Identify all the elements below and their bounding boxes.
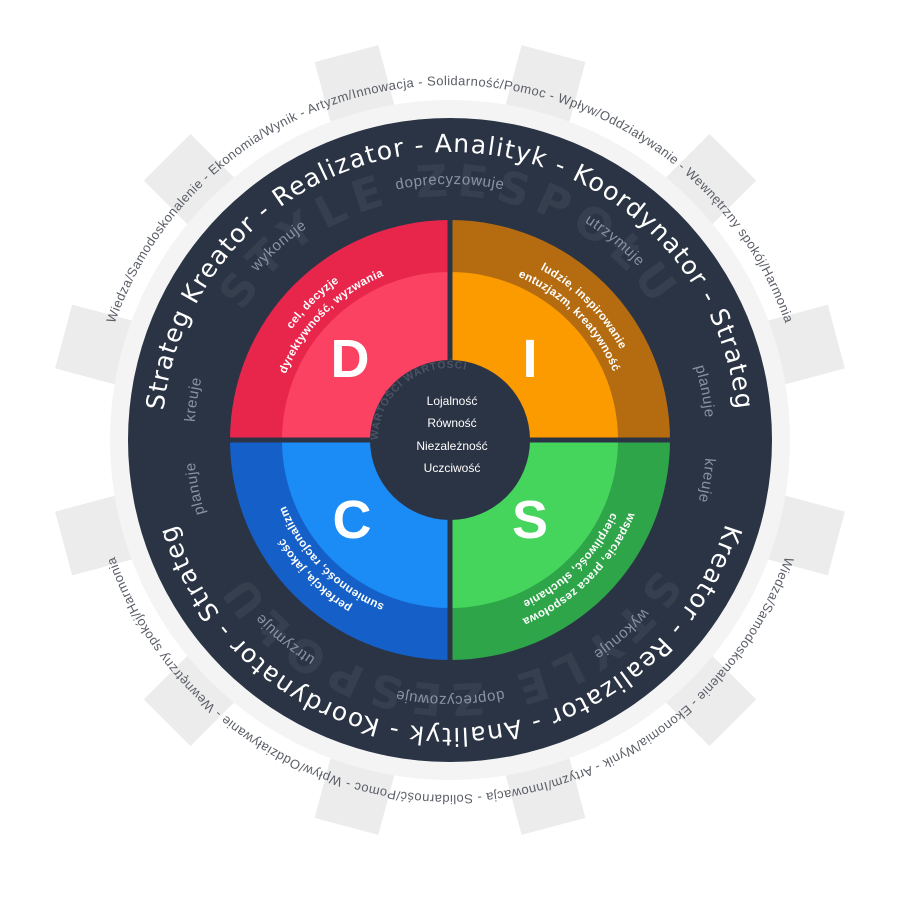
letter-c: C bbox=[333, 490, 372, 550]
verb-top-2: doprecyzowuje bbox=[394, 171, 506, 194]
letter-s: S bbox=[512, 490, 548, 550]
value-independence: Niezależność bbox=[416, 439, 487, 453]
verb-bottom-0: kreuje bbox=[695, 458, 719, 505]
value-equality: Równość bbox=[427, 416, 476, 430]
value-loyalty: Lojalność bbox=[427, 394, 478, 408]
disc-letters: D I C S bbox=[331, 329, 549, 550]
letter-i: I bbox=[522, 329, 537, 389]
center-values: Lojalność Równość Niezależność Uczciwość bbox=[416, 394, 487, 475]
value-honesty: Uczciwość bbox=[424, 461, 481, 475]
center-inner bbox=[386, 376, 514, 504]
verb-bottom-2: doprecyzowuje bbox=[394, 686, 506, 709]
letter-d: D bbox=[331, 329, 370, 389]
